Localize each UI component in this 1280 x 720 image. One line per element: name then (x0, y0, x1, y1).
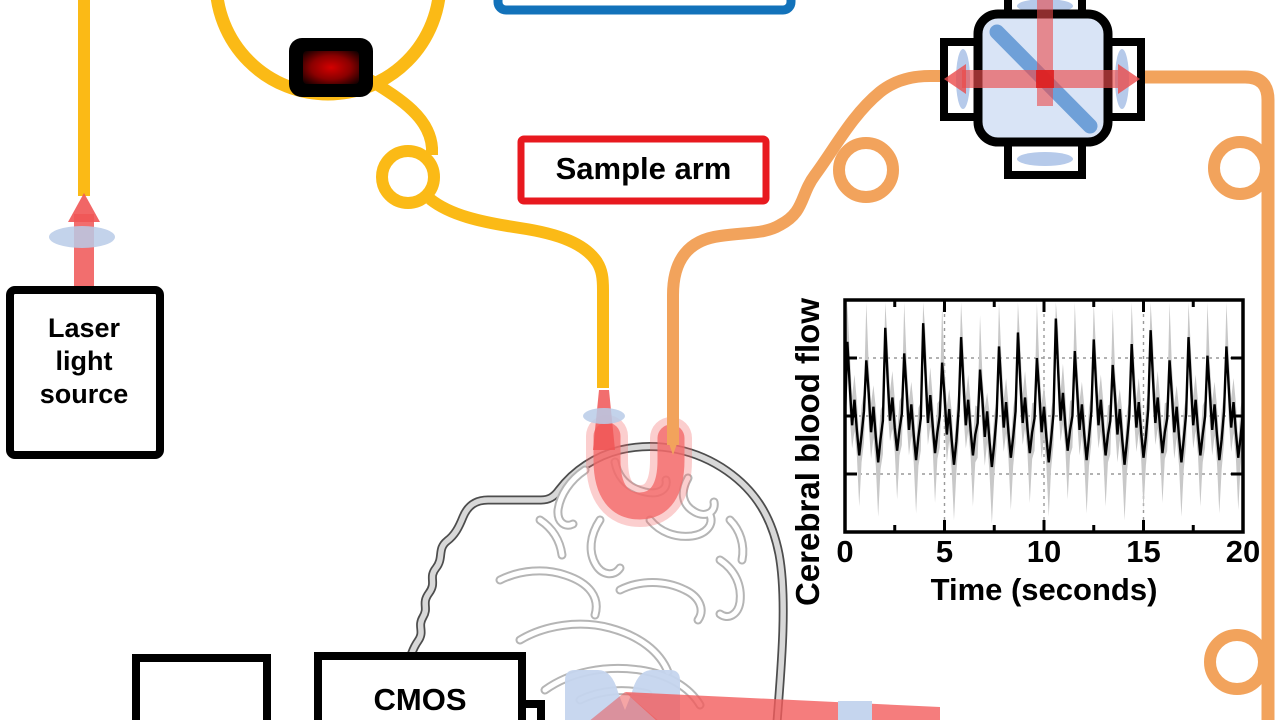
fiber-small-loop (376, 145, 440, 209)
x-tick-label: 10 (1026, 534, 1062, 569)
cmos-camera-label: CMOS (373, 682, 467, 717)
laser-source-assembly (6, 193, 164, 459)
orange-fiber (667, 70, 1275, 720)
cbf-trace (843, 318, 1245, 468)
fiber-component (289, 38, 373, 97)
optic-element (838, 701, 872, 720)
laser-box (6, 286, 164, 459)
x-tick-label: 20 (1225, 534, 1261, 569)
head-lens (583, 408, 625, 424)
head-illustration (394, 390, 788, 720)
sample-arm-label: Sample arm (555, 151, 732, 186)
beam-vertical (1037, 0, 1053, 106)
photon-banana (593, 422, 685, 520)
x-tick-label: 5 (935, 534, 954, 569)
beamsplitter-assembly (940, 0, 1145, 179)
chart-xaxis-label: Time (seconds) (930, 572, 1158, 607)
cmos-camera-box (314, 652, 526, 720)
camera-mount-tab (523, 700, 545, 720)
focused-beam-left (590, 692, 658, 720)
brain-gyri (495, 457, 748, 710)
laser-source-label: Laser light source (39, 313, 129, 409)
fiber-to-head (426, 194, 609, 388)
x-tick-label: 0 (836, 534, 854, 569)
fiber-loop-right-bottom (1204, 629, 1270, 695)
beam-arrow-right (1118, 64, 1140, 94)
fiber-loop-mid (833, 137, 899, 203)
scalp-outline-inner (396, 443, 786, 720)
laser-beam-arrowhead (68, 193, 100, 222)
beam-crossing-spot (1036, 70, 1054, 88)
x-tick-label: 15 (1126, 534, 1161, 569)
detection-assembly (132, 652, 940, 720)
beam-arrow-left (944, 64, 966, 94)
port-bottom-lens (1017, 152, 1073, 166)
fiber-from-component (366, 74, 438, 155)
fiber-loop-right-top (1208, 136, 1272, 200)
left-device-box (132, 654, 271, 720)
collimating-lens (49, 226, 115, 248)
laser-beam-shaft (74, 214, 94, 292)
sample-arm-box (517, 135, 770, 205)
reference-arm-box (493, 0, 796, 15)
fiber-splitter-to-camera (1138, 70, 1275, 720)
cbf-chart (843, 298, 1245, 534)
fiber-head-to-splitter (667, 70, 950, 445)
